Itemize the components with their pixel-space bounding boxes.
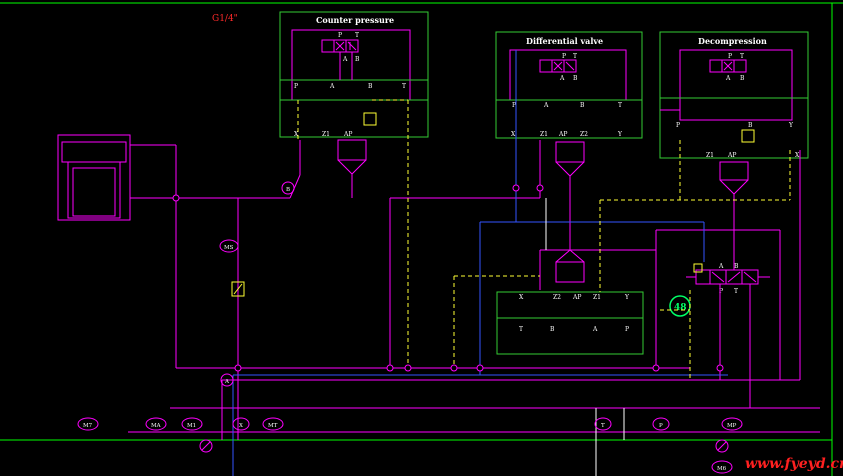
dc-low-p: P — [676, 122, 680, 129]
cp-mid-p: P — [294, 83, 298, 90]
dc-low-y: Y — [788, 122, 794, 129]
pilot-lines — [297, 99, 791, 380]
dv-low-x: X — [511, 131, 516, 138]
dc-low-ap: AP — [727, 152, 736, 159]
dv-mid-b: B — [580, 102, 585, 109]
decompression-dir-valve — [709, 59, 747, 73]
dc-low-z1: Z1 — [706, 152, 714, 159]
decompression-title: Decompression — [698, 36, 767, 46]
v48-port-t: T — [734, 288, 738, 295]
lb-port-z1: Z1 — [593, 294, 601, 301]
lb-port-p: P — [625, 326, 629, 333]
gauge-m7-label: M7 — [83, 423, 93, 429]
gauge-x-label: X — [239, 423, 243, 429]
thread-size-label: G1/4" — [212, 14, 238, 24]
v48-port-p: P — [719, 288, 723, 295]
cp-low-z1: Z1 — [322, 131, 330, 138]
dv-low-ap: AP — [558, 131, 567, 138]
lb-port-z2: Z2 — [553, 294, 561, 301]
gauge-t-label: T — [601, 423, 605, 429]
cp-mid-a: A — [329, 83, 335, 90]
line-crossovers — [172, 184, 724, 372]
counter-pressure-block: Counter pressure P T A B P A B T X Z1 AP — [279, 11, 429, 138]
lb-port-x: X — [519, 294, 524, 301]
gauge-m1-label: M1 — [187, 423, 196, 429]
dv-port-p: P — [562, 53, 566, 60]
dc-port-a: A — [725, 75, 731, 82]
gauge-ms-label: MS — [224, 245, 234, 251]
gauge-m6-label: M6 — [717, 466, 727, 472]
v48-port-a: A — [718, 263, 724, 270]
dv-mid-p: P — [512, 102, 516, 109]
cp-port-b: B — [355, 56, 360, 63]
test-points — [77, 181, 743, 474]
blue-return-lines — [232, 50, 728, 476]
v48-port-b: B — [734, 263, 739, 270]
gauge-p-label: P — [659, 423, 663, 429]
marker-b-label: B — [286, 187, 290, 193]
left-relief-valve — [231, 281, 245, 297]
lb-port-y: Y — [624, 294, 630, 301]
cartridge-valve-4 — [555, 249, 585, 283]
cp-port-p: P — [338, 32, 342, 39]
cp-low-ap: AP — [343, 131, 352, 138]
lb-port-t: T — [519, 326, 523, 333]
differential-valve-title: Differential valve — [526, 36, 603, 46]
dv-port-t: T — [573, 53, 577, 60]
dv-low-z1: Z1 — [540, 131, 548, 138]
cartridge-valve-1 — [337, 139, 367, 186]
dc-port-p: P — [728, 53, 732, 60]
dc-low-x: X — [795, 152, 800, 159]
cp-mid-b: B — [368, 83, 373, 90]
dv-low-y: Y — [617, 131, 623, 138]
differential-valve-block: Differential valve P T A B P A B T X Z1 … — [495, 31, 643, 139]
dc-low-b: B — [748, 122, 753, 129]
dv-mid-t: T — [618, 102, 622, 109]
dv-port-a: A — [559, 75, 565, 82]
dc-relief-valve — [741, 129, 755, 143]
dv-mid-a: A — [543, 102, 549, 109]
marker-a-label: A — [224, 379, 230, 385]
lb-port-ap: AP — [572, 294, 581, 301]
main-pressure-lines — [128, 109, 820, 440]
gauge-mt-label: MT — [268, 423, 278, 429]
hydraulic-cylinder — [57, 134, 136, 221]
differential-dir-valve — [539, 59, 577, 73]
counter-pressure-title: Counter pressure — [316, 15, 394, 25]
cartridge-valve-3 — [719, 161, 749, 206]
lb-port-a: A — [592, 326, 598, 333]
item-number-48: 48 — [674, 303, 687, 313]
cartridge-valve-2 — [555, 141, 585, 188]
dv-low-z2: Z2 — [580, 131, 588, 138]
lb-port-b: B — [550, 326, 555, 333]
cp-port-t: T — [355, 32, 359, 39]
site-watermark: www.fyeyd.cn — [745, 456, 843, 472]
decompression-block: Decompression P T A B P B Z1 AP Y X — [659, 31, 809, 159]
cp-low-x: X — [294, 131, 299, 138]
gauge-ma-label: MA — [151, 423, 162, 429]
cartridge-valves — [337, 139, 749, 283]
cp-port-a: A — [342, 56, 348, 63]
lower-block: X Z2 AP Z1 Y T B A P — [496, 291, 644, 355]
cp-mid-t: T — [402, 83, 406, 90]
tank-lines — [545, 198, 625, 476]
counter-pressure-dir-valve — [321, 39, 359, 80]
cp-relief-valve — [363, 112, 377, 126]
dc-port-b: B — [740, 75, 745, 82]
gauge-mp-label: MP — [727, 423, 737, 429]
dv-port-b: B — [573, 75, 578, 82]
dc-port-t: T — [740, 53, 744, 60]
